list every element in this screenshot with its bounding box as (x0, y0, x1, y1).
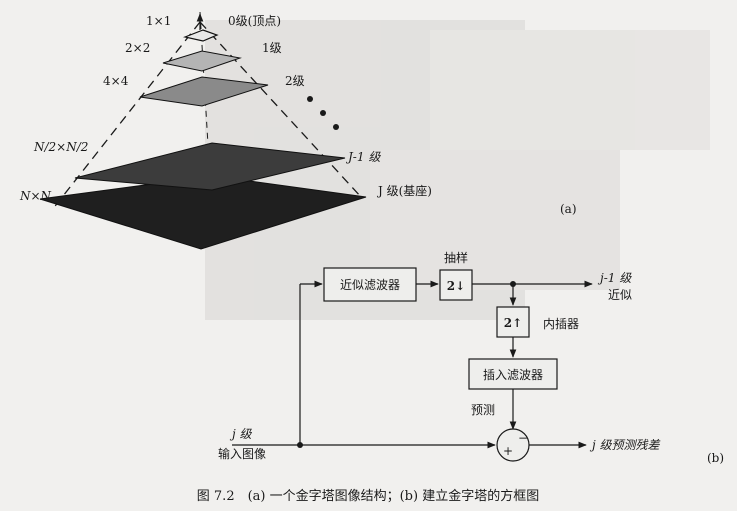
ellipsis-dot-2 (320, 110, 326, 116)
size-label-ln2: N/2×N/2 (33, 140, 88, 154)
level-label-2: 2级 (285, 74, 305, 88)
level-2-plane (139, 76, 269, 107)
upsample-box (496, 306, 530, 338)
level-label-j: J 级(基座) (376, 183, 432, 198)
level-label-jm1: J-1 级 (345, 150, 381, 164)
sum-minus-sign: − (518, 431, 528, 445)
size-label-l1: 2×2 (125, 41, 150, 55)
panel-tag-a: (a) (560, 202, 577, 216)
level-label-1: 1级 (262, 41, 282, 55)
level-1-plane (162, 50, 242, 72)
level-0-plane (182, 29, 219, 42)
input-label-line1: j 级 (229, 427, 253, 441)
output-approx-line1: j-1 级 (597, 271, 632, 285)
size-label-ln: N×N (19, 189, 52, 203)
pyramid-edge-left (51, 21, 201, 211)
ellipsis-dot-1 (307, 96, 313, 102)
downsample-label: 抽样 (444, 250, 468, 265)
input-label-line2: 输入图像 (218, 446, 266, 461)
sum-plus-sign: + (503, 444, 513, 458)
approx-filter-box (323, 267, 417, 302)
size-label-l2: 4×4 (103, 74, 129, 88)
pyramid-diagram: 1×1 2×2 4×4 N/2×N/2 N×N 0级(顶点) 1级 2级 J-1… (19, 11, 577, 250)
pyramid-edge-right (199, 21, 363, 199)
panel-tag-b: (b) (707, 451, 724, 465)
figure-caption: 图 7.2 (a) 一个金字塔图像结构；(b) 建立金字塔的方框图 (197, 488, 539, 504)
level-label-0: 0级(顶点) (228, 14, 281, 28)
output-approx-line2: 近似 (608, 288, 632, 302)
interp-label: 内插器 (543, 317, 579, 331)
block-diagram: 近似滤波器 抽样 2↓ j-1 级 近似 2↑ 内插器 插入滤波器 预测 − +… (218, 250, 724, 465)
downsample-box (439, 269, 473, 301)
ellipsis-dot-3 (333, 124, 339, 130)
downsample-box-label: 2↓ (447, 279, 465, 293)
interp-filter-label: 插入滤波器 (483, 368, 543, 382)
prediction-label: 预测 (471, 403, 495, 417)
residual-output-label: j 级预测残差 (589, 438, 661, 452)
size-label-l0: 1×1 (146, 14, 171, 28)
upsample-box-label: 2↑ (504, 316, 522, 330)
approx-filter-label: 近似滤波器 (340, 278, 400, 292)
interp-filter-box (468, 358, 558, 390)
level-jm1-plane (74, 142, 346, 191)
